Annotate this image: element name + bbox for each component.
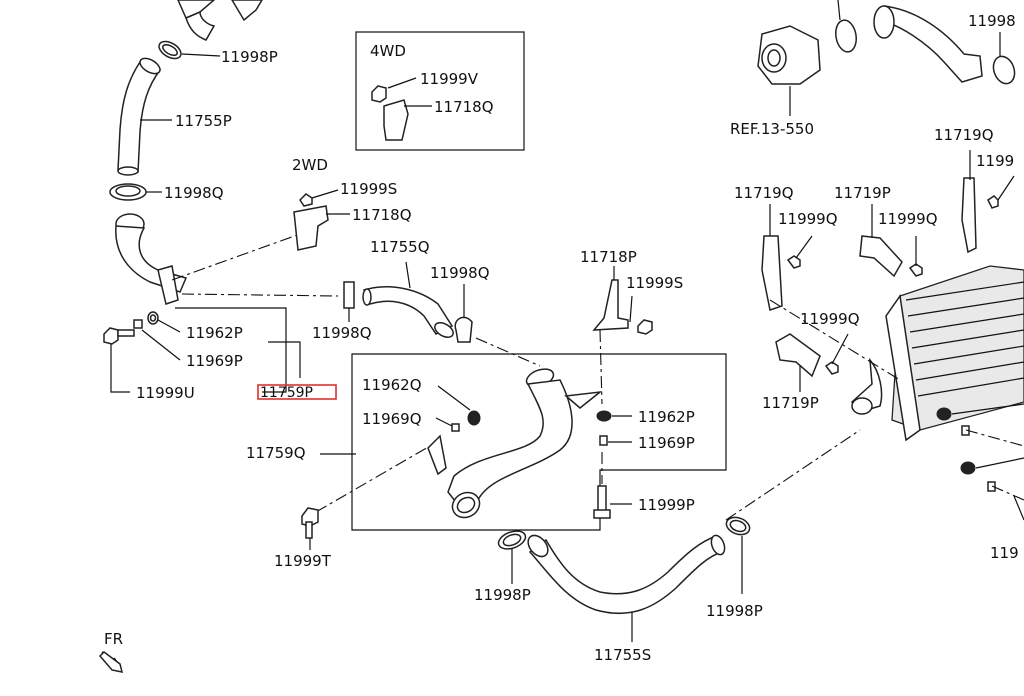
bolt-right-top — [987, 195, 999, 209]
label-11999S-mid[interactable]: 11999S — [626, 274, 683, 292]
label-11998-topright[interactable]: 11998 — [968, 12, 1016, 30]
label-11999Q-a[interactable]: 11999Q — [778, 210, 838, 228]
bolt-11999Q-a — [786, 255, 801, 269]
label-11999T[interactable]: 11999T — [274, 552, 332, 570]
label-4wd: 4WD — [370, 42, 406, 60]
box-4wd — [355, 31, 525, 151]
clamp-11998Q-low — [343, 281, 355, 309]
label-11962Q[interactable]: 11962Q — [362, 376, 422, 394]
label-11998P-top[interactable]: 11998P — [221, 48, 278, 66]
box-11759Q — [351, 353, 727, 531]
hose-11755P — [117, 57, 162, 176]
bolt-11999T — [301, 507, 319, 539]
clamp-11998P-top — [158, 40, 182, 60]
left-margin — [0, 0, 97, 692]
front-arrow-icon — [98, 651, 124, 673]
bolt-11999V — [371, 85, 387, 103]
bracket-11719Q-right — [961, 177, 977, 254]
lower-left-pipe-11759P — [115, 213, 188, 305]
label-1199-right[interactable]: 1199 — [976, 152, 1014, 170]
hose-11755S — [527, 534, 726, 615]
label-11999S-2wd[interactable]: 11999S — [340, 180, 397, 198]
label-11755P[interactable]: 11755P — [175, 112, 232, 130]
label-fr: FR — [104, 630, 123, 648]
bolt-11999U — [103, 327, 135, 345]
collar-11969P-box — [599, 435, 608, 446]
collar-11969Q — [451, 423, 460, 432]
intercooler-core — [850, 265, 1024, 442]
clamp-11998Q-left — [109, 183, 147, 201]
label-11999Q-b[interactable]: 11999Q — [878, 210, 938, 228]
hose-top-right — [873, 5, 983, 83]
clamp-top-right-a — [835, 19, 857, 53]
label-11998Q-left[interactable]: 11998Q — [164, 184, 224, 202]
label-11962P-box[interactable]: 11962P — [638, 408, 695, 426]
bracket-11719P-top — [859, 235, 903, 278]
pipe-11759Q — [427, 368, 603, 519]
label-11718Q-2wd[interactable]: 11718Q — [352, 206, 412, 224]
label-119-bottomright[interactable]: 119 — [990, 544, 1019, 562]
label-11998Q-low[interactable]: 11998Q — [312, 324, 372, 342]
label-11718Q-4wd[interactable]: 11718Q — [434, 98, 494, 116]
upper-left-elbow-pipe — [177, 0, 263, 41]
label-11998P-br[interactable]: 11998P — [706, 602, 763, 620]
label-11969P-box[interactable]: 11969P — [638, 434, 695, 452]
bracket-11719Q-left — [761, 235, 783, 311]
throttle-body-ref — [757, 25, 821, 85]
clamp-11998P-bl — [497, 530, 527, 550]
label-11999Q-c[interactable]: 11999Q — [800, 310, 860, 328]
label-11998P-bl[interactable]: 11998P — [474, 586, 531, 604]
bolt-11999Q-b — [908, 263, 923, 277]
label-11755Q[interactable]: 11755Q — [370, 238, 430, 256]
label-11719P-top[interactable]: 11719P — [834, 184, 891, 202]
clamp-11998Q-mid — [454, 316, 473, 343]
highlight-11759P-box — [257, 384, 337, 400]
bracket-11718P — [592, 279, 653, 335]
label-11719Q-right[interactable]: 11719Q — [934, 126, 994, 144]
clamp-top-right-b — [992, 55, 1016, 85]
label-11719P-low[interactable]: 11719P — [762, 394, 819, 412]
label-11962P-left[interactable]: 11962P — [186, 324, 243, 342]
bolt-11999Q-c — [824, 361, 839, 375]
label-11999U[interactable]: 11999U — [136, 384, 195, 402]
label-11759Q[interactable]: 11759Q — [246, 444, 306, 462]
bolt-11999P — [593, 485, 611, 519]
label-ref-13-550[interactable]: REF.13-550 — [730, 120, 814, 138]
label-2wd: 2WD — [292, 156, 328, 174]
label-11998Q-mid[interactable]: 11998Q — [430, 264, 490, 282]
grommet-11962P-box — [596, 410, 612, 422]
grommets-right — [936, 407, 996, 492]
clamp-11998P-br — [725, 516, 751, 536]
label-11969Q[interactable]: 11969Q — [362, 410, 422, 428]
label-11759P[interactable]: 11759P — [260, 385, 313, 401]
grommet-11962Q — [467, 410, 481, 426]
label-11719Q-left[interactable]: 11719Q — [734, 184, 794, 202]
bracket-11719P-low — [775, 333, 821, 378]
label-11999P[interactable]: 11999P — [638, 496, 695, 514]
hose-11755Q — [362, 286, 454, 338]
label-11718P[interactable]: 11718P — [580, 248, 637, 266]
label-11999V[interactable]: 11999V — [420, 70, 479, 88]
collar-11969P-left — [133, 319, 143, 329]
label-11755S[interactable]: 11755S — [594, 646, 651, 664]
grommet-11962P-left — [147, 311, 159, 325]
label-11969P-left[interactable]: 11969P — [186, 352, 243, 370]
bracket-11718Q-2wd — [293, 193, 329, 251]
